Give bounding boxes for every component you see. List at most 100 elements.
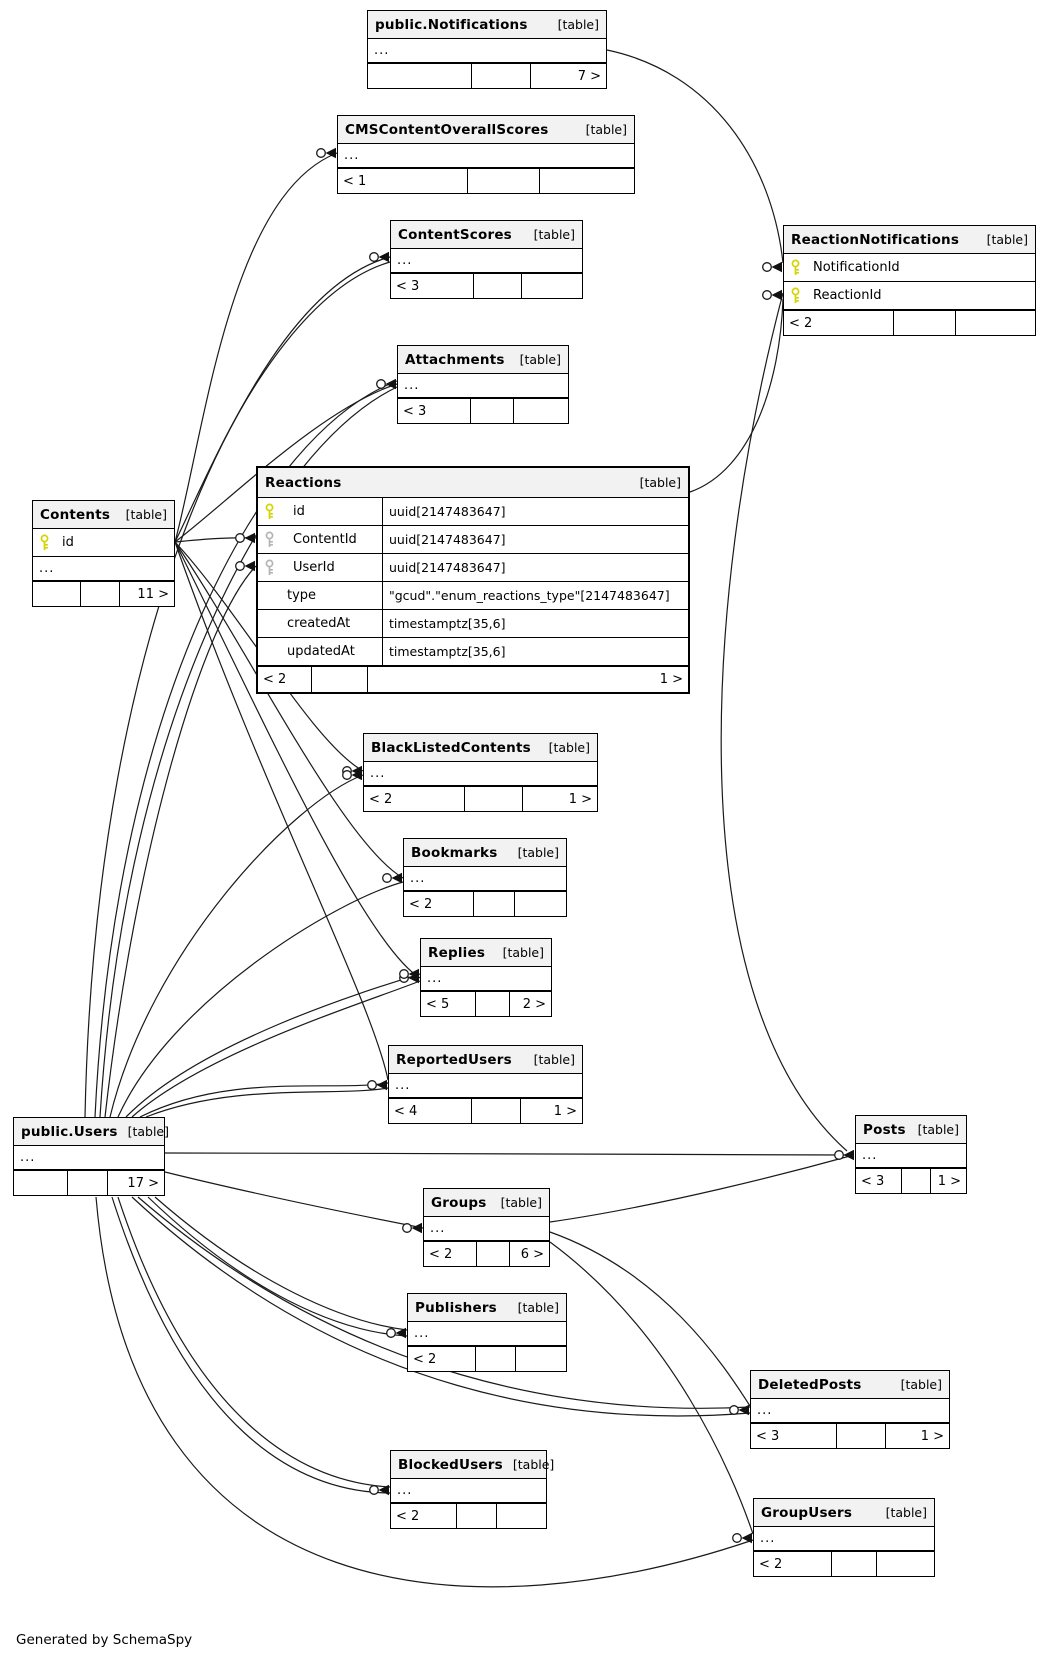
table-header[interactable]: Reactions[table] bbox=[258, 468, 688, 498]
table-title[interactable]: Replies bbox=[428, 944, 486, 961]
table-header[interactable]: Replies[table] bbox=[421, 939, 551, 967]
table-bookmarks[interactable]: Bookmarks[table]...< 2 bbox=[403, 838, 567, 917]
table-header[interactable]: ContentScores[table] bbox=[391, 221, 582, 249]
column-datatype: "gcud"."enum_reactions_type"[2147483647] bbox=[382, 582, 682, 609]
table-header[interactable]: GroupUsers[table] bbox=[754, 1499, 934, 1527]
column-datatype: uuid[2147483647] bbox=[382, 526, 682, 553]
table-header[interactable]: public.Users[table] bbox=[14, 1118, 169, 1146]
table-title[interactable]: BlackListedContents bbox=[371, 739, 531, 756]
footer-cell: 11 > bbox=[137, 586, 169, 602]
ellipsis-row: ... bbox=[391, 249, 582, 273]
ellipsis-row: ... bbox=[421, 967, 551, 991]
table-notifications[interactable]: public.Notifications[table]...7 > bbox=[367, 10, 607, 89]
table-contents[interactable]: Contents[table]id...11 > bbox=[32, 500, 175, 607]
table-title[interactable]: BlockedUsers bbox=[398, 1456, 503, 1473]
table-cms[interactable]: CMSContentOverallScores[table]...< 1 bbox=[337, 115, 635, 194]
table-header[interactable]: CMSContentOverallScores[table] bbox=[338, 116, 634, 144]
footer-cell: < 3 bbox=[751, 1424, 837, 1448]
footer-cell: < 1 bbox=[338, 169, 468, 193]
table-header[interactable]: ReportedUsers[table] bbox=[389, 1046, 582, 1074]
relationship-line bbox=[154, 1196, 408, 1331]
table-title[interactable]: Groups bbox=[431, 1194, 487, 1211]
footer-cell bbox=[312, 667, 368, 692]
table-footer: < 1 bbox=[338, 168, 634, 193]
ellipsis-row: ... bbox=[398, 374, 568, 398]
crow-foot-marker bbox=[402, 1222, 422, 1234]
ellipsis-row: ... bbox=[424, 1217, 549, 1241]
crow-foot-marker bbox=[762, 261, 782, 273]
table-footer: 7 > bbox=[368, 63, 606, 88]
table-header[interactable]: ReactionNotifications[table] bbox=[784, 226, 1035, 254]
footer-cell bbox=[476, 1347, 517, 1371]
table-title[interactable]: DeletedPosts bbox=[758, 1376, 862, 1393]
table-attachments[interactable]: Attachments[table]...< 3 bbox=[397, 345, 569, 424]
relationship-line bbox=[145, 1087, 389, 1118]
table-title[interactable]: ReportedUsers bbox=[396, 1051, 512, 1068]
table-title[interactable]: GroupUsers bbox=[761, 1504, 853, 1521]
table-title[interactable]: Posts bbox=[863, 1121, 906, 1138]
table-header[interactable]: Attachments[table] bbox=[398, 346, 568, 374]
table-footer: < 2 bbox=[404, 891, 566, 916]
table-title[interactable]: ContentScores bbox=[398, 226, 512, 243]
table-title[interactable]: Contents bbox=[40, 506, 111, 523]
table-groupusers[interactable]: GroupUsers[table]...< 2 bbox=[753, 1498, 935, 1577]
crow-foot-marker bbox=[342, 769, 362, 781]
primary-key-icon bbox=[791, 259, 800, 275]
ellipsis-text: ... bbox=[427, 971, 443, 986]
table-type-tag: [table] bbox=[557, 17, 599, 32]
footer-cell: 1 > bbox=[568, 791, 593, 807]
table-header[interactable]: BlackListedContents[table] bbox=[364, 734, 597, 762]
table-title[interactable]: Publishers bbox=[415, 1299, 497, 1316]
footer-cell: < 5 bbox=[421, 992, 477, 1016]
ellipsis-text: ... bbox=[414, 1326, 430, 1341]
crow-foot-marker bbox=[382, 872, 402, 884]
table-title[interactable]: public.Users bbox=[21, 1123, 118, 1140]
footer-cell: < 3 bbox=[398, 399, 472, 423]
table-header[interactable]: public.Notifications [table] bbox=[368, 11, 606, 39]
table-publishers[interactable]: Publishers [table]... < 2 bbox=[407, 1293, 567, 1372]
ellipsis-row: ... bbox=[338, 144, 634, 168]
table-type-tag: [table] bbox=[517, 1300, 559, 1315]
table-footer: < 2 bbox=[408, 1346, 566, 1371]
column-datatype: timestamptz[35,6] bbox=[382, 638, 682, 665]
table-footer: 17 > bbox=[14, 1170, 164, 1195]
footer-cell bbox=[468, 169, 541, 193]
crow-foot-marker bbox=[399, 968, 419, 980]
relationship-line bbox=[174, 541, 421, 979]
table-footer: < 3 bbox=[391, 273, 582, 298]
table-header[interactable]: BlockedUsers[table] bbox=[391, 1451, 554, 1479]
relationship-line bbox=[549, 1231, 751, 1407]
table-blockedusers[interactable]: BlockedUsers[table]...< 2 bbox=[390, 1450, 554, 1529]
column-datatype: timestamptz[35,6] bbox=[382, 610, 682, 637]
table-users[interactable]: public.Users[table]...17 > bbox=[13, 1117, 169, 1196]
table-title[interactable]: CMSContentOverallScores bbox=[345, 121, 549, 138]
table-header[interactable]: Groups[table] bbox=[424, 1189, 549, 1217]
ellipsis-text: ... bbox=[862, 1148, 878, 1163]
primary-key-icon bbox=[791, 287, 800, 303]
table-reactionnotifications[interactable]: ReactionNotifications[table]Notification… bbox=[783, 225, 1036, 336]
table-header[interactable]: Contents[table] bbox=[33, 501, 174, 529]
table-header[interactable]: DeletedPosts[table] bbox=[751, 1371, 949, 1399]
table-title[interactable]: Bookmarks bbox=[411, 844, 498, 861]
table-contentscores[interactable]: ContentScores[table]...< 3 bbox=[390, 220, 583, 299]
table-title[interactable]: Reactions bbox=[265, 474, 342, 491]
table-header[interactable]: Publishers [table] bbox=[408, 1294, 566, 1322]
table-header[interactable]: Bookmarks[table] bbox=[404, 839, 566, 867]
crow-foot-marker bbox=[235, 532, 255, 544]
table-title[interactable]: Attachments bbox=[405, 351, 505, 368]
footer-cell bbox=[457, 1504, 498, 1528]
table-title[interactable]: ReactionNotifications bbox=[791, 231, 960, 248]
table-header[interactable]: Posts[table] bbox=[856, 1116, 966, 1144]
table-title[interactable]: public.Notifications bbox=[375, 16, 528, 33]
